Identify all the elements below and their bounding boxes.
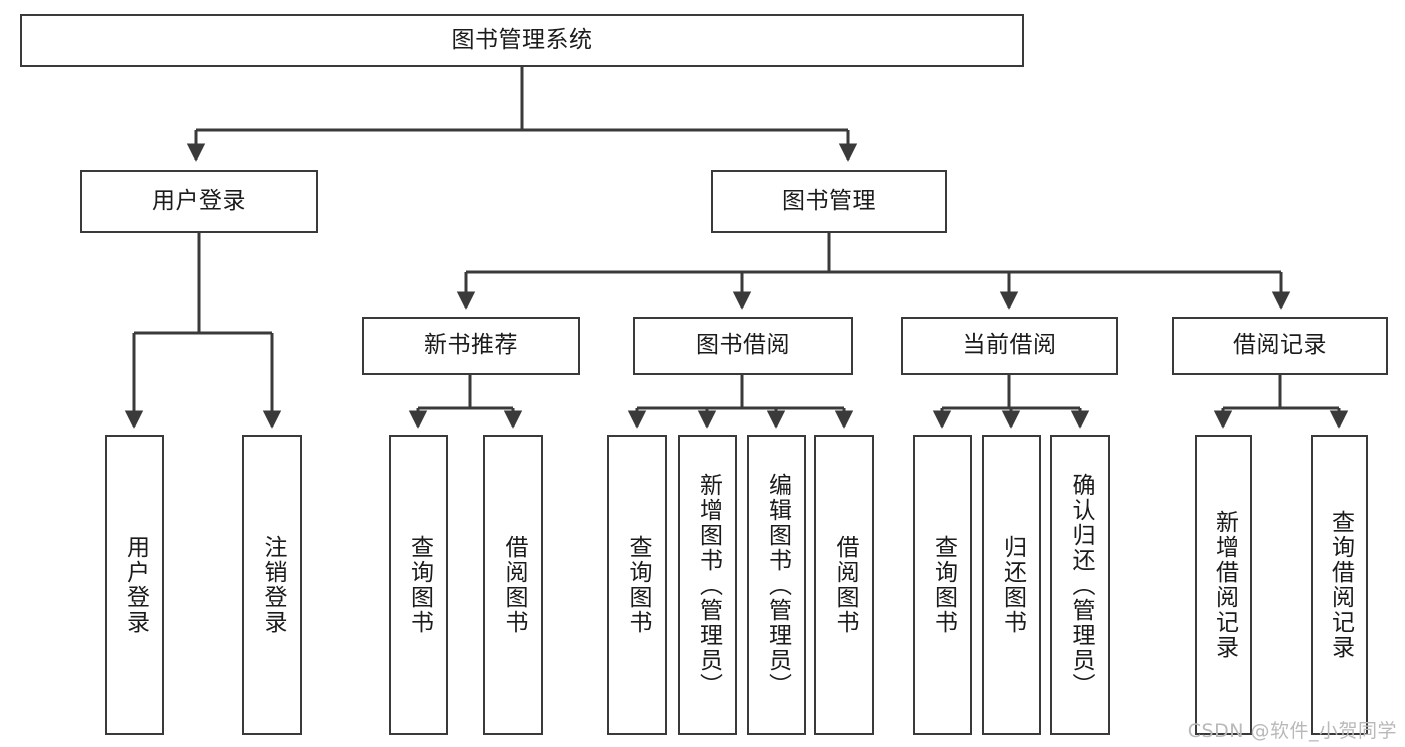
node-book-borrow[interactable]: 图书借阅 [633,317,853,375]
node-label: 编辑图书（管理员） [764,472,791,698]
leaf-current-confirm-return-admin[interactable]: 确认归还（管理员） [1050,435,1110,735]
leaf-new-book-query[interactable]: 查询图书 [389,435,448,735]
node-borrow-record[interactable]: 借阅记录 [1172,317,1388,375]
node-label: 图书管理系统 [451,26,593,53]
node-label: 借阅记录 [1233,332,1327,359]
node-label: 查询图书 [930,535,957,635]
node-label: 用户登录 [152,187,246,214]
node-label: 用户登录 [122,535,149,635]
node-label: 查询借阅记录 [1327,510,1354,660]
node-label: 图书管理 [782,187,876,214]
leaf-borrow-borrow-book[interactable]: 借阅图书 [814,435,874,735]
node-label: 新增借阅记录 [1211,510,1238,660]
leaf-borrow-edit-book-admin[interactable]: 编辑图书（管理员） [747,435,806,735]
node-current-borrow[interactable]: 当前借阅 [901,317,1118,375]
csdn-watermark: CSDN @软件_小贺同学 [1187,720,1397,742]
leaf-borrow-add-book-admin[interactable]: 新增图书（管理员） [678,435,737,735]
node-book-management[interactable]: 图书管理 [711,170,947,233]
leaf-record-add-borrow-record[interactable]: 新增借阅记录 [1195,435,1252,735]
node-label: 借阅图书 [831,535,858,635]
leaf-new-book-borrow[interactable]: 借阅图书 [483,435,543,735]
node-label: 注销登录 [259,535,286,635]
node-user-login[interactable]: 用户登录 [80,170,318,233]
node-label: 查询图书 [406,535,433,635]
node-label: 归还图书 [999,535,1026,635]
leaf-record-query-borrow-record[interactable]: 查询借阅记录 [1311,435,1368,735]
node-label: 新书推荐 [424,332,518,359]
leaf-user-login-login[interactable]: 用户登录 [105,435,164,735]
node-new-book-recommend[interactable]: 新书推荐 [362,317,580,375]
leaf-current-return-book[interactable]: 归还图书 [982,435,1041,735]
leaf-user-login-logout[interactable]: 注销登录 [242,435,302,735]
node-label: 借阅图书 [500,535,527,635]
node-label: 当前借阅 [962,332,1057,359]
node-root-book-management-system[interactable]: 图书管理系统 [20,14,1024,67]
node-label: 图书借阅 [696,332,790,359]
leaf-current-query-book[interactable]: 查询图书 [913,435,972,735]
leaf-borrow-query-book[interactable]: 查询图书 [607,435,667,735]
node-label: 查询图书 [624,535,651,635]
node-label: 新增图书（管理员） [695,472,722,698]
node-label: 确认归还（管理员） [1067,472,1094,698]
